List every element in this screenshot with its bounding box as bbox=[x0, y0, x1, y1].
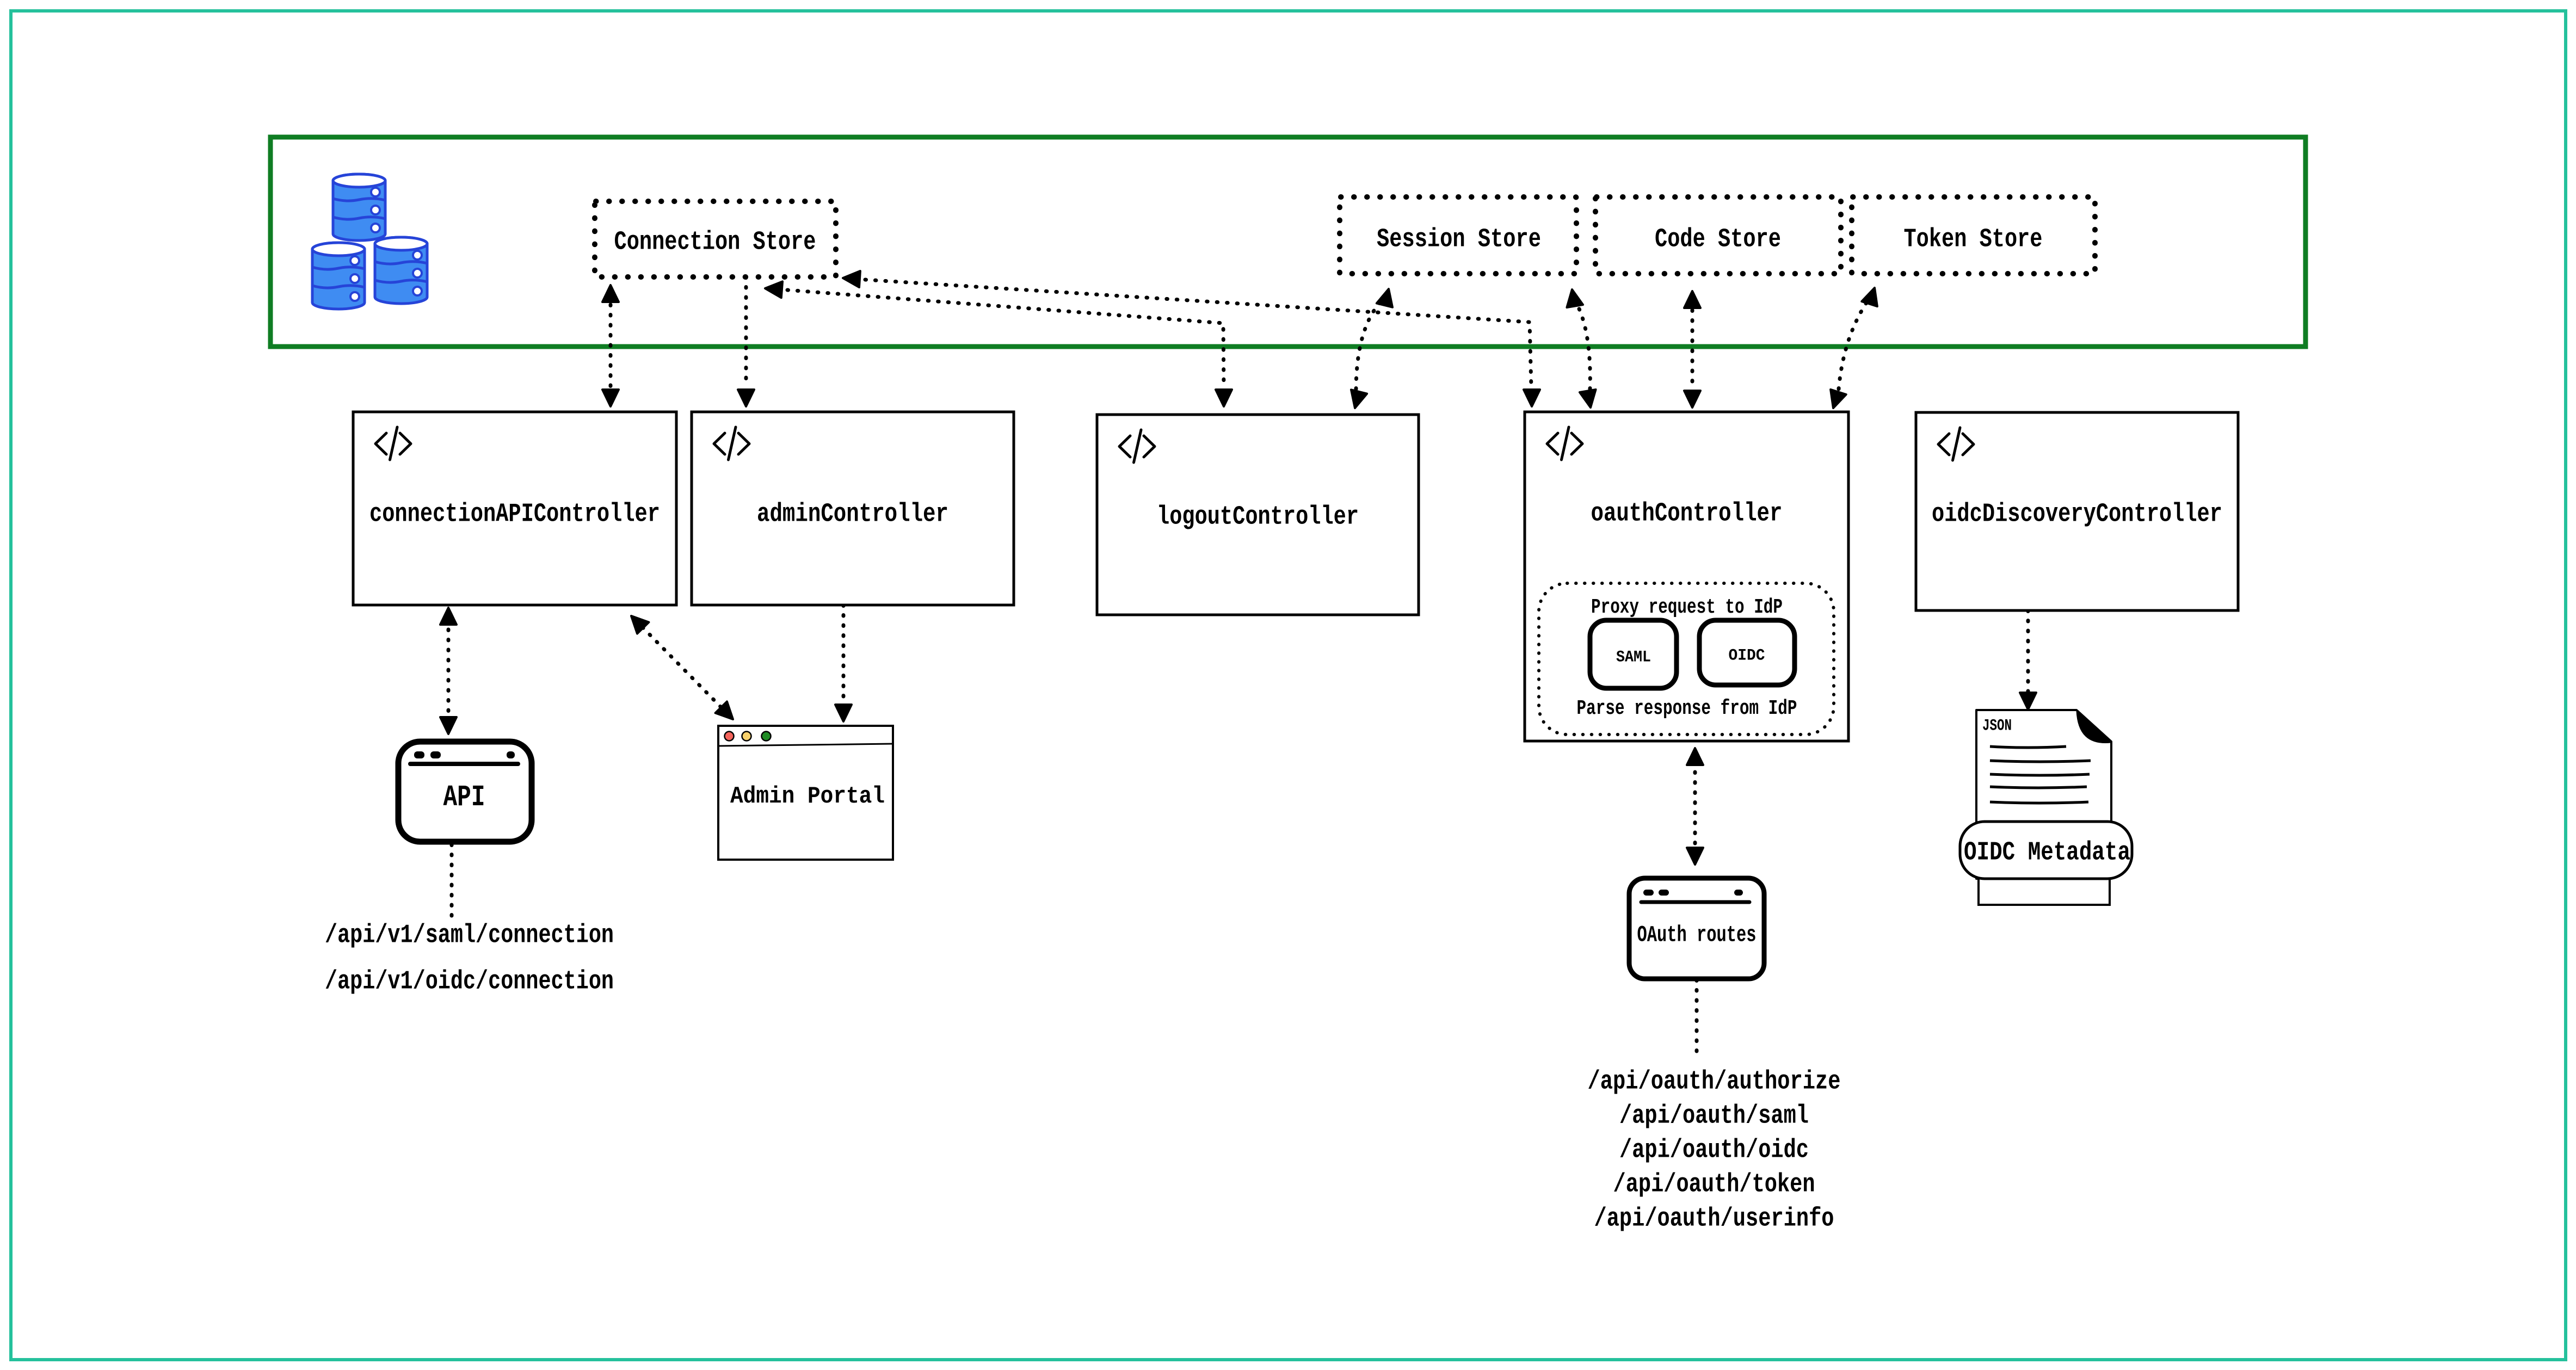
svg-text:Token Store: Token Store bbox=[1904, 225, 2043, 255]
svg-text:Code Store: Code Store bbox=[1655, 225, 1781, 255]
svg-text:OIDC Metadata: OIDC Metadata bbox=[1964, 838, 2130, 868]
svg-text:connectionAPIController: connectionAPIController bbox=[369, 500, 660, 529]
svg-text:Connection Store: Connection Store bbox=[614, 228, 816, 257]
svg-text:oauthController: oauthController bbox=[1591, 499, 1783, 529]
svg-text:/api/oauth/userinfo: /api/oauth/userinfo bbox=[1594, 1205, 1834, 1234]
svg-text:Proxy request to IdP: Proxy request to IdP bbox=[1591, 596, 1783, 619]
svg-text:SAML: SAML bbox=[1616, 648, 1651, 667]
svg-text:/api/oauth/token: /api/oauth/token bbox=[1613, 1170, 1815, 1200]
svg-text:OIDC: OIDC bbox=[1729, 646, 1765, 665]
svg-text:/api/oauth/saml: /api/oauth/saml bbox=[1619, 1102, 1809, 1131]
svg-text:/api/oauth/authorize: /api/oauth/authorize bbox=[1588, 1067, 1841, 1097]
svg-text:Parse response from IdP: Parse response from IdP bbox=[1577, 697, 1797, 720]
svg-text:oidcDiscoveryController: oidcDiscoveryController bbox=[1932, 500, 2222, 529]
svg-text:logoutController: logoutController bbox=[1157, 503, 1359, 532]
svg-text:/api/v1/oidc/connection: /api/v1/oidc/connection bbox=[325, 967, 614, 997]
svg-text:API: API bbox=[443, 780, 485, 814]
svg-text:/api/v1/saml/connection: /api/v1/saml/connection bbox=[325, 921, 614, 951]
svg-text:/api/oauth/oidc: /api/oauth/oidc bbox=[1619, 1136, 1809, 1165]
svg-text:Admin Portal: Admin Portal bbox=[730, 783, 885, 810]
svg-text:Session Store: Session Store bbox=[1377, 225, 1541, 255]
svg-text:adminController: adminController bbox=[757, 500, 948, 529]
svg-text:JSON: JSON bbox=[1982, 717, 2012, 735]
svg-text:OAuth routes: OAuth routes bbox=[1637, 922, 1757, 948]
